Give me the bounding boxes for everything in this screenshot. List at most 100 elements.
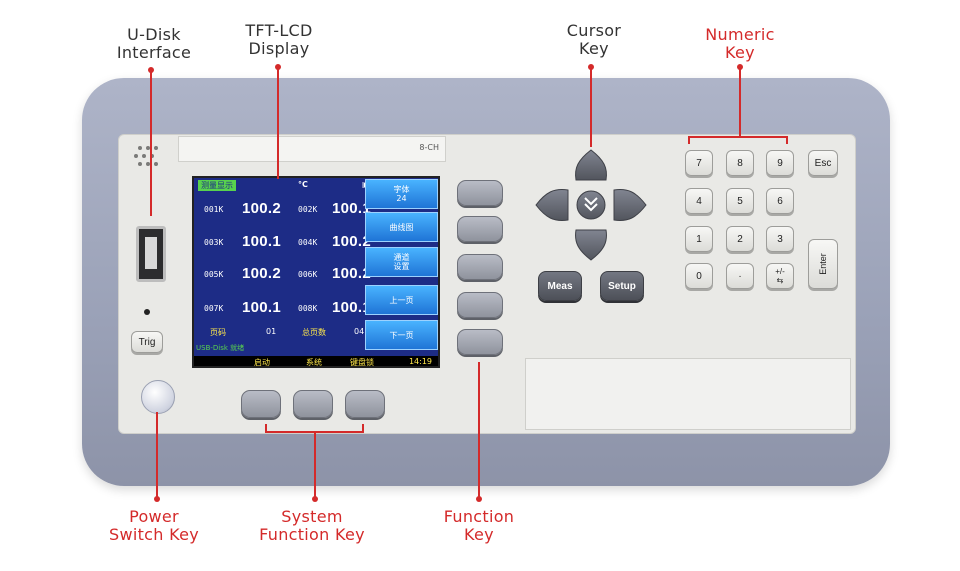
key-label: 9 <box>777 157 783 169</box>
key-label: 8 <box>737 157 743 169</box>
key-label: 3 <box>777 233 783 245</box>
meas-label: Meas <box>547 280 573 292</box>
trig-button[interactable]: Trig <box>131 331 163 353</box>
esc-key[interactable]: Esc <box>808 150 838 176</box>
softkey-label: 字体 24 <box>393 185 410 203</box>
callout-line <box>786 136 788 144</box>
callout-line <box>265 424 267 432</box>
channel-value: 100.2 <box>242 265 282 282</box>
key-label: 1 <box>696 233 702 245</box>
function-key-3[interactable] <box>457 254 503 280</box>
channel-id: 006K <box>298 270 318 279</box>
lcd-softkey-font[interactable]: 字体 24 <box>365 179 438 209</box>
callout-line <box>739 67 741 137</box>
enter-key[interactable]: Enter <box>808 239 838 289</box>
callout-dot <box>476 496 482 502</box>
callout-line <box>156 412 158 498</box>
decimal-point-key[interactable]: · <box>726 263 754 289</box>
trig-label: Trig <box>138 336 156 348</box>
system-function-key-3[interactable] <box>345 390 385 418</box>
cursor-down-key[interactable] <box>575 229 607 261</box>
key-label: 4 <box>696 195 702 207</box>
total-pages-label: 总页数 <box>302 328 326 337</box>
setup-label: Setup <box>608 280 636 292</box>
callout-line <box>150 70 152 216</box>
channel-id: 003K <box>204 238 224 247</box>
cursor-up-key[interactable] <box>575 149 607 181</box>
speaker-grille <box>134 144 160 170</box>
usb-port[interactable] <box>136 226 166 282</box>
lcd-title: 测量显示 <box>198 180 236 191</box>
channel-value: 100.2 <box>332 265 372 282</box>
key-label: 5 <box>737 195 743 207</box>
status-start: 启动 <box>254 358 270 367</box>
callout-line <box>277 67 279 179</box>
page-label: 页码 <box>210 328 226 337</box>
model-label: 8-CH <box>419 143 439 152</box>
sign-backspace-key[interactable]: +/- ⇆ <box>766 263 794 289</box>
numeric-key-1[interactable]: 1 <box>685 226 713 252</box>
system-function-key-1[interactable] <box>241 390 281 418</box>
callout-line <box>478 362 480 498</box>
numeric-key-5[interactable]: 5 <box>726 188 754 214</box>
key-label: 0 <box>696 270 702 282</box>
callout-line <box>590 67 592 147</box>
system-function-key-2[interactable] <box>293 390 333 418</box>
lcd-softkey-next-page[interactable]: 下一页 <box>365 320 438 350</box>
lcd-softkey-curve[interactable]: 曲线图 <box>365 212 438 242</box>
usb-status: USB-Disk 就绪 <box>196 344 245 352</box>
status-system: 系统 <box>306 358 322 367</box>
numeric-key-3[interactable]: 3 <box>766 226 794 252</box>
numeric-key-0[interactable]: 0 <box>685 263 713 289</box>
callout-dot <box>312 496 318 502</box>
numeric-key-4[interactable]: 4 <box>685 188 713 214</box>
function-key-2[interactable] <box>457 216 503 242</box>
channel-id: 002K <box>298 205 318 214</box>
callout-dot <box>154 496 160 502</box>
function-key-5[interactable] <box>457 329 503 355</box>
softkey-label: 通道 设置 <box>393 253 410 271</box>
power-button[interactable] <box>141 380 175 414</box>
model-strip: 8-CH <box>178 136 446 162</box>
channel-id: 001K <box>204 205 224 214</box>
key-label: 7 <box>696 157 702 169</box>
setup-button[interactable]: Setup <box>600 271 644 301</box>
lcd-display: 测量显示 °C ▣ 001K 100.2 002K 100.1 003K 100… <box>192 176 440 368</box>
channel-id: 008K <box>298 304 318 313</box>
softkey-label: 下一页 <box>389 330 414 340</box>
meas-button[interactable]: Meas <box>538 271 582 301</box>
cursor-right-key[interactable] <box>613 189 647 221</box>
key-label: 2 <box>737 233 743 245</box>
channel-value: 100.1 <box>242 233 282 250</box>
total-pages-value: 04 <box>354 327 365 336</box>
numeric-key-9[interactable]: 9 <box>766 150 794 176</box>
function-key-1[interactable] <box>457 180 503 206</box>
channel-value: 100.1 <box>332 299 372 316</box>
numeric-key-6[interactable]: 6 <box>766 188 794 214</box>
channel-id: 005K <box>204 270 224 279</box>
lcd-status-bar <box>194 356 438 366</box>
channel-value: 100.2 <box>242 200 282 217</box>
channel-id: 004K <box>298 238 318 247</box>
softkey-label: 曲线图 <box>389 222 414 232</box>
numeric-key-7[interactable]: 7 <box>685 150 713 176</box>
callout-line <box>314 431 316 498</box>
key-label: +/- <box>775 267 785 276</box>
cursor-left-key[interactable] <box>535 189 569 221</box>
key-label: · <box>738 270 742 282</box>
lcd-softkey-prev-page[interactable]: 上一页 <box>365 285 438 315</box>
lcd-softkey-channel-setup[interactable]: 通道 设置 <box>365 247 438 277</box>
enter-label: Enter <box>817 253 828 275</box>
double-chevron-icon <box>584 197 598 212</box>
backspace-arrow-icon: ⇆ <box>776 276 784 285</box>
channel-value: 100.1 <box>242 299 282 316</box>
status-time: 14:19 <box>408 357 432 366</box>
numeric-key-2[interactable]: 2 <box>726 226 754 252</box>
function-key-4[interactable] <box>457 292 503 318</box>
numeric-key-8[interactable]: 8 <box>726 150 754 176</box>
callout-line <box>688 136 690 144</box>
